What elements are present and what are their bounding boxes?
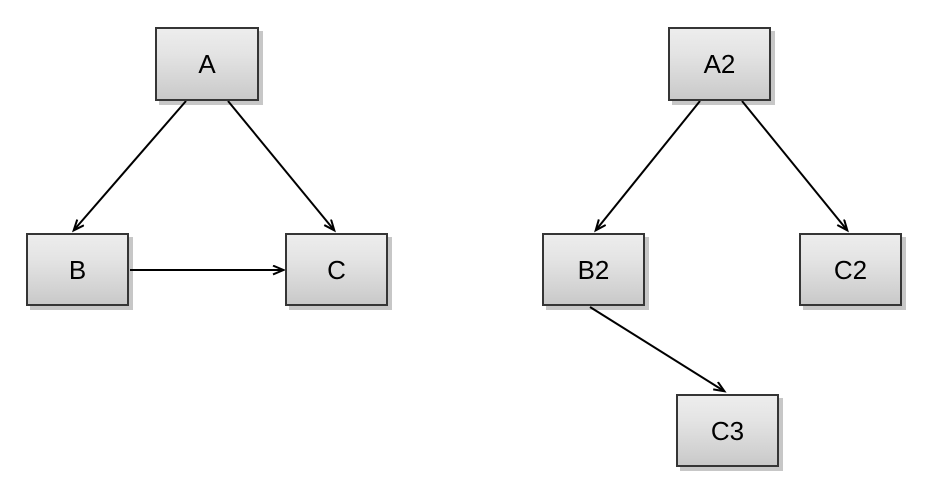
node-label-b: B xyxy=(68,254,87,285)
node-b[interactable]: B xyxy=(26,233,129,306)
node-label-c3: C3 xyxy=(710,415,745,446)
node-label-a: A xyxy=(198,49,216,79)
edge-a-to-b xyxy=(74,100,187,230)
edge-b2-to-c3 xyxy=(589,306,724,391)
node-label-b2: B2 xyxy=(577,254,610,285)
node-label-c2: C2 xyxy=(833,254,868,285)
node-b2[interactable]: B2 xyxy=(542,233,645,306)
node-a[interactable]: A xyxy=(155,27,259,101)
edge-a2-to-c2 xyxy=(741,100,847,230)
node-c[interactable]: C xyxy=(285,233,388,306)
node-c3[interactable]: C3 xyxy=(676,394,779,467)
node-a2[interactable]: A2 xyxy=(668,27,771,101)
edge-a2-to-b2 xyxy=(596,100,701,230)
edge-a-to-c xyxy=(227,100,334,230)
node-label-a2: A2 xyxy=(703,49,736,79)
node-c2[interactable]: C2 xyxy=(799,233,902,306)
node-label-c: C xyxy=(327,254,346,285)
edges-group xyxy=(74,100,847,391)
